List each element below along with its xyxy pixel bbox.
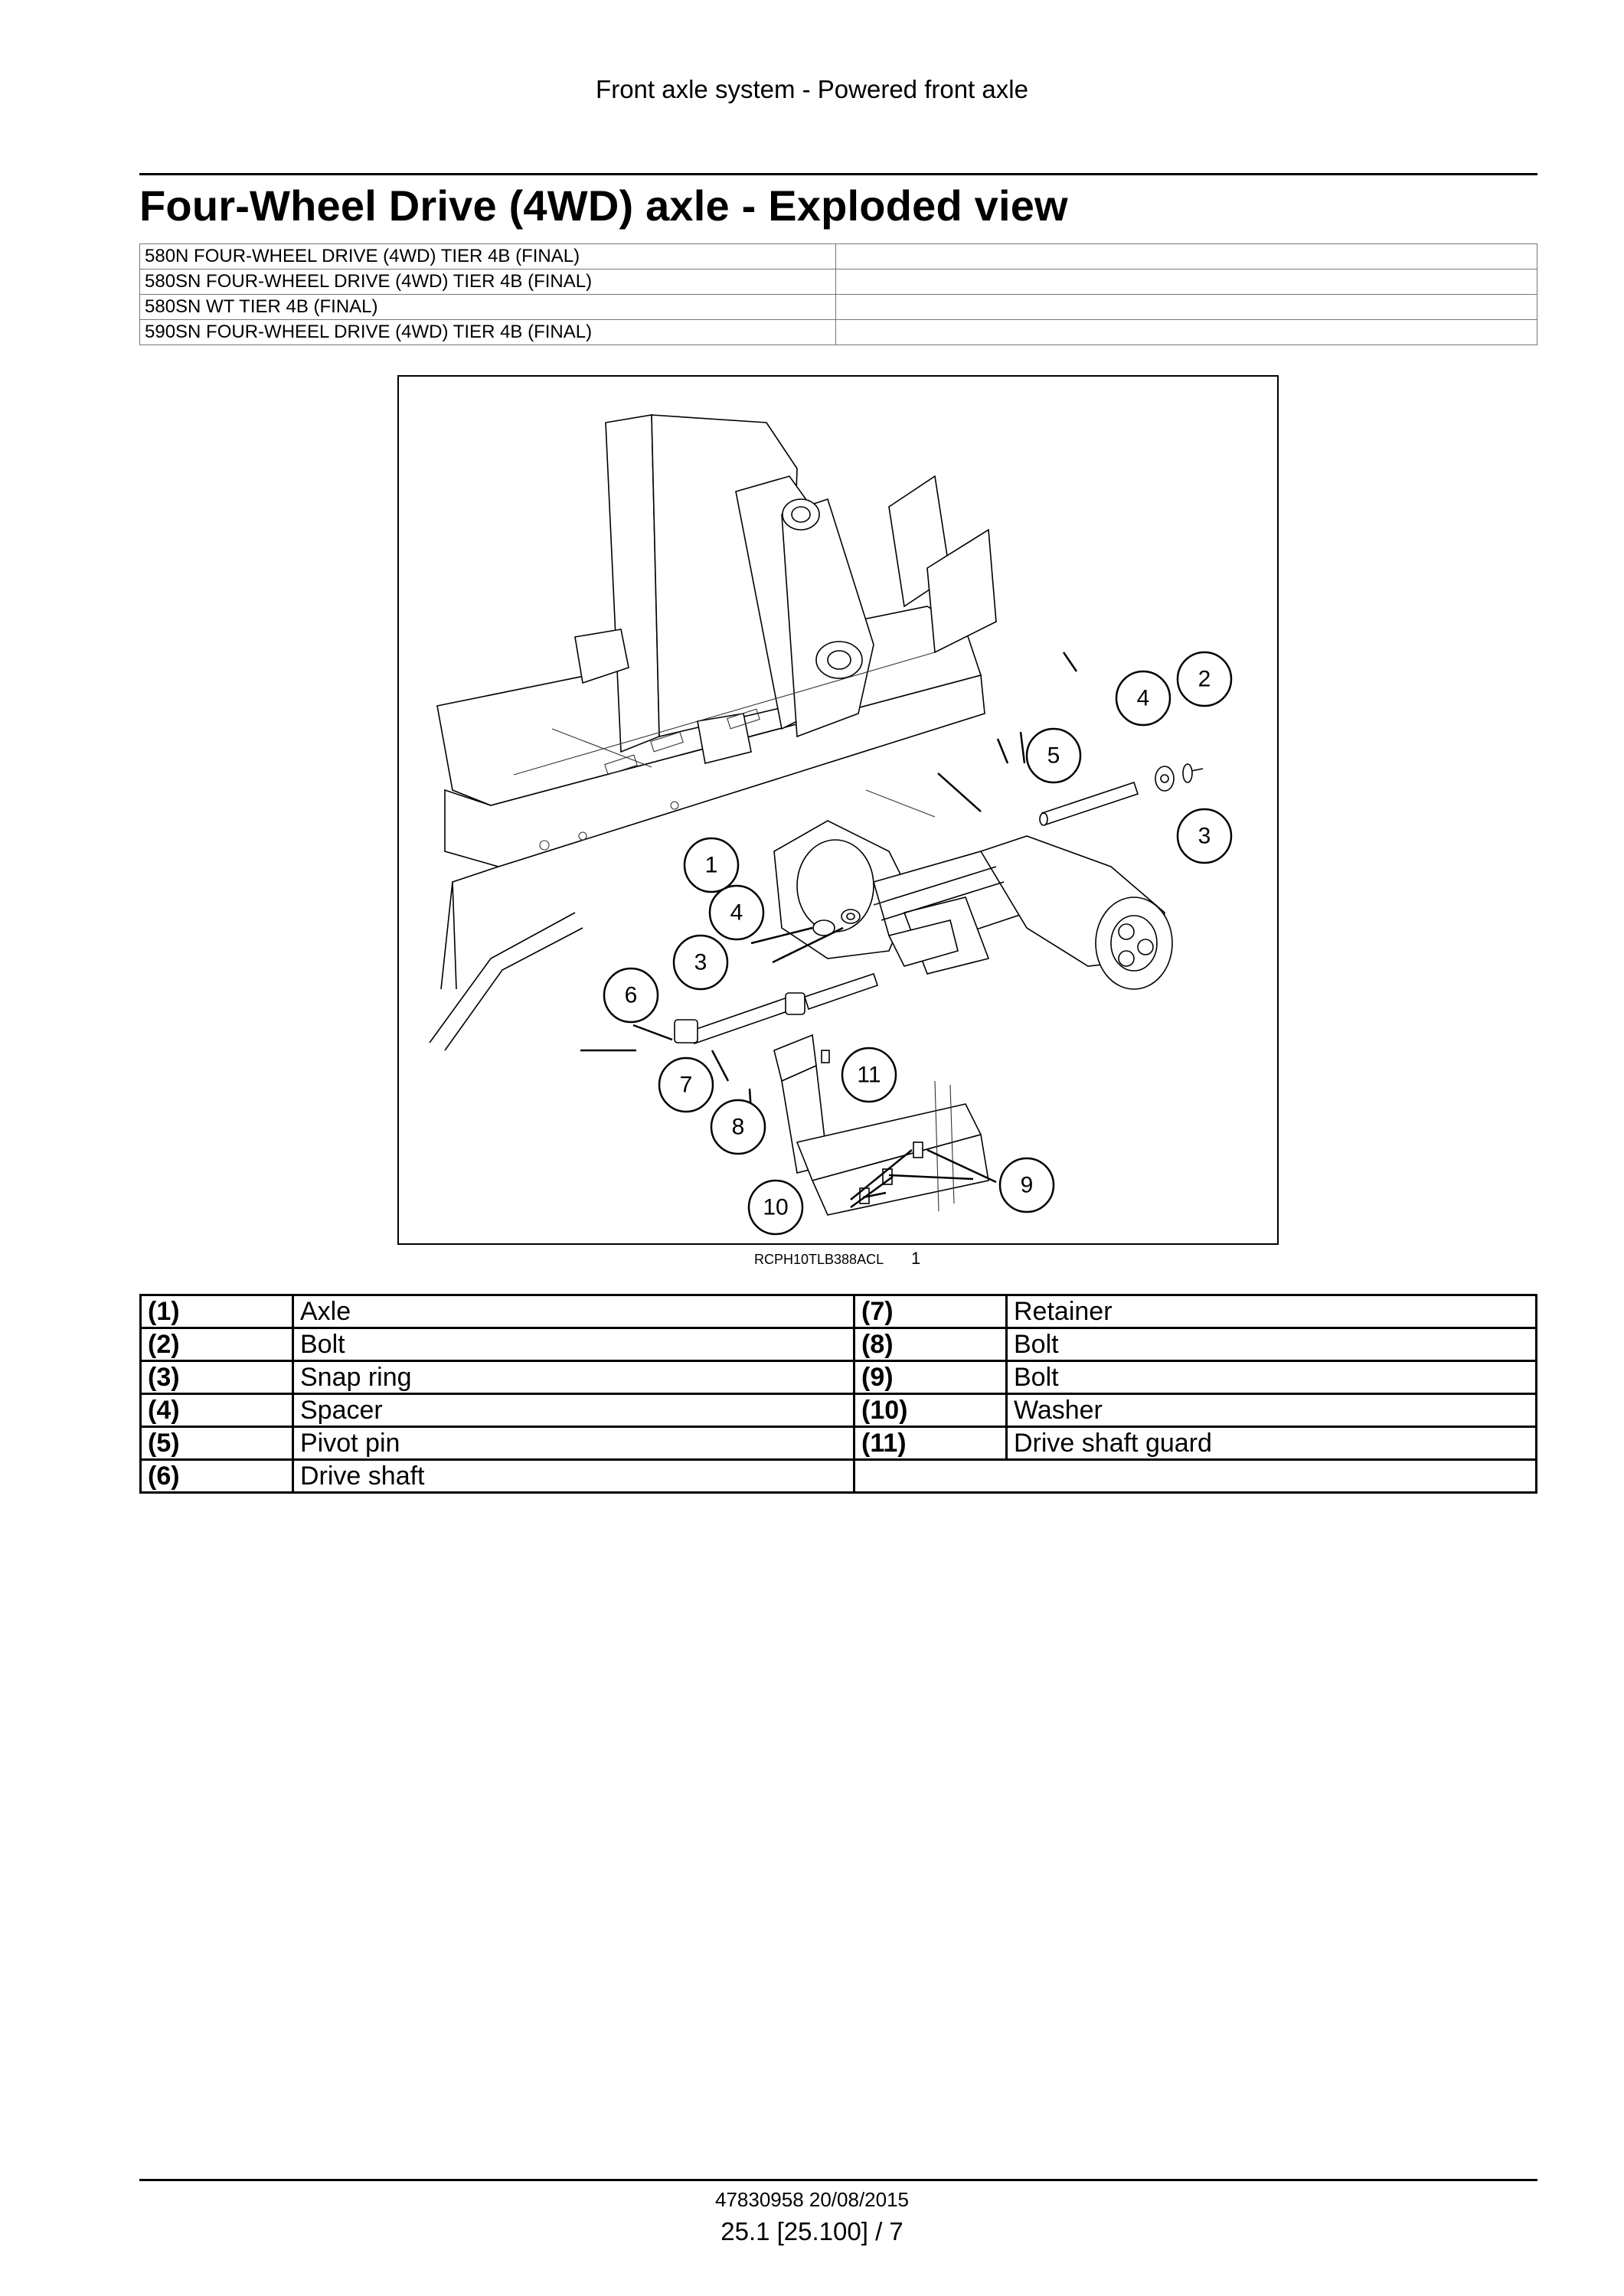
axle-assembly-drawing <box>773 789 1173 990</box>
legend-number: (6) <box>139 1458 294 1494</box>
legend-row: (5) Pivot pin (11) Drive shaft guard <box>139 1426 1537 1461</box>
legend-part-name: Bolt <box>292 1327 855 1362</box>
model-cell: 580SN WT TIER 4B (FINAL) <box>139 294 836 320</box>
legend-row: (3) Snap ring (9) Bolt <box>139 1360 1537 1395</box>
svg-text:5: 5 <box>1047 743 1060 769</box>
legend-part-name: Pivot pin <box>292 1426 855 1461</box>
legend-number: (10) <box>853 1393 1008 1428</box>
exploded-view-figure: 2 4 5 3 1 4 3 6 7 8 11 9 10 <box>397 375 1279 1245</box>
legend-number: (3) <box>139 1360 294 1395</box>
legend-part-name: Spacer <box>292 1393 855 1428</box>
page-title: Four-Wheel Drive (4WD) axle - Exploded v… <box>139 181 1068 230</box>
model-empty-cell <box>835 243 1537 269</box>
callout-4-top: 4 <box>1115 670 1171 727</box>
page-number: 25.1 [25.100] / 7 <box>721 2217 903 2245</box>
svg-text:7: 7 <box>680 1073 693 1098</box>
legend-row: (4) Spacer (10) Washer <box>139 1393 1537 1428</box>
svg-text:9: 9 <box>1021 1173 1034 1198</box>
callout-9: 9 <box>998 1157 1055 1213</box>
callout-6: 6 <box>603 967 659 1024</box>
svg-text:4: 4 <box>730 900 743 926</box>
svg-text:1: 1 <box>705 853 718 878</box>
legend-part-name: Snap ring <box>292 1360 855 1395</box>
legend-part-name: Bolt <box>1005 1327 1537 1362</box>
legend-number: (4) <box>139 1393 294 1428</box>
legend-number: (7) <box>853 1294 1008 1329</box>
exploded-view-drawing: 2 4 5 3 1 4 3 6 7 8 11 9 10 <box>429 414 1233 1236</box>
figure-caption: RCPH10TLB388ACL <box>754 1252 884 1267</box>
callout-4-left: 4 <box>708 884 765 941</box>
model-row: 580N FOUR-WHEEL DRIVE (4WD) TIER 4B (FIN… <box>139 243 1537 269</box>
chassis-frame-drawing <box>429 414 997 1051</box>
model-cell: 590SN FOUR-WHEEL DRIVE (4WD) TIER 4B (FI… <box>139 319 836 345</box>
parts-legend-table: (1) Axle (7) Retainer (2) Bolt (8) Bolt … <box>139 1294 1537 1494</box>
model-cell: 580N FOUR-WHEEL DRIVE (4WD) TIER 4B (FIN… <box>139 243 836 269</box>
legend-row: (1) Axle (7) Retainer <box>139 1294 1537 1329</box>
svg-text:11: 11 <box>857 1063 881 1088</box>
legend-part-name: Drive shaft guard <box>1005 1426 1537 1461</box>
legend-row: (6) Drive shaft <box>139 1458 1537 1494</box>
callout-7: 7 <box>658 1057 714 1113</box>
model-row: 580SN FOUR-WHEEL DRIVE (4WD) TIER 4B (FI… <box>139 269 1537 295</box>
model-applicability-table: 580N FOUR-WHEEL DRIVE (4WD) TIER 4B (FIN… <box>139 243 1537 345</box>
callout-1: 1 <box>683 837 740 893</box>
legend-empty-cell <box>853 1458 1537 1494</box>
legend-part-name: Axle <box>292 1294 855 1329</box>
callout-2: 2 <box>1176 651 1233 707</box>
model-row: 580SN WT TIER 4B (FINAL) <box>139 294 1537 320</box>
callout-3-left: 3 <box>672 934 729 991</box>
figure-number: 1 <box>911 1249 921 1268</box>
legend-number: (1) <box>139 1294 294 1329</box>
callout-11: 11 <box>841 1047 897 1103</box>
svg-text:4: 4 <box>1137 686 1150 711</box>
svg-text:2: 2 <box>1198 667 1211 692</box>
model-row: 590SN FOUR-WHEEL DRIVE (4WD) TIER 4B (FI… <box>139 319 1537 345</box>
callout-5: 5 <box>1025 727 1082 784</box>
svg-text:3: 3 <box>694 950 707 975</box>
legend-number: (5) <box>139 1426 294 1461</box>
svg-text:8: 8 <box>732 1115 745 1140</box>
running-header: Front axle system - Powered front axle <box>596 75 1028 103</box>
bottom-rule <box>139 2179 1537 2181</box>
legend-part-name: Retainer <box>1005 1294 1537 1329</box>
callout-8: 8 <box>710 1099 766 1155</box>
document-id: 47830958 20/08/2015 <box>714 2188 910 2211</box>
model-empty-cell <box>835 294 1537 320</box>
callout-3-right: 3 <box>1176 808 1233 864</box>
callout-10: 10 <box>747 1179 804 1236</box>
legend-number: (9) <box>853 1360 1008 1395</box>
svg-text:10: 10 <box>763 1195 788 1220</box>
legend-number: (2) <box>139 1327 294 1362</box>
legend-part-name: Bolt <box>1005 1360 1537 1395</box>
top-rule <box>139 173 1537 175</box>
legend-part-name: Washer <box>1005 1393 1537 1428</box>
leader-lines <box>580 652 1206 1209</box>
model-empty-cell <box>835 269 1537 295</box>
svg-text:3: 3 <box>1198 824 1211 849</box>
pivot-pin-drawing <box>1039 763 1204 826</box>
svg-text:6: 6 <box>625 983 638 1008</box>
legend-row: (2) Bolt (8) Bolt <box>139 1327 1537 1362</box>
model-empty-cell <box>835 319 1537 345</box>
legend-number: (8) <box>853 1327 1008 1362</box>
model-cell: 580SN FOUR-WHEEL DRIVE (4WD) TIER 4B (FI… <box>139 269 836 295</box>
legend-part-name: Drive shaft <box>292 1458 855 1494</box>
drive-shaft-drawing <box>674 897 897 1045</box>
legend-number: (11) <box>853 1426 1008 1461</box>
